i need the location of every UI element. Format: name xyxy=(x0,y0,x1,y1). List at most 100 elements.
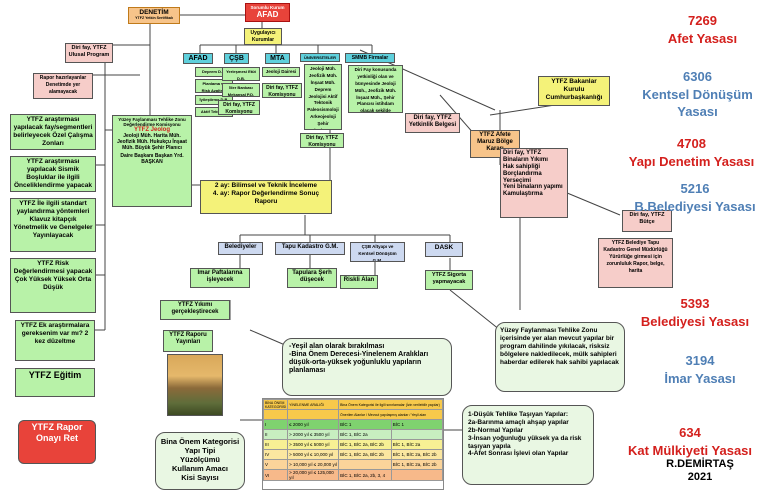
agency-csb-header: ÇŞB xyxy=(224,53,249,64)
agency-mta-item-label: Diri fay, YTFZ Komisyonu xyxy=(266,85,298,98)
tapu-kadastro-label: YTFZ Belediye Tapu Kadastro Genel Müdürl… xyxy=(603,240,668,274)
table-cell: V xyxy=(262,459,289,470)
agency-csb-item-label: Yerleşmesi Etüt D.B. xyxy=(226,69,256,81)
table-cell: BİC 1, BİC 2a, 2b, 3, 4 xyxy=(338,469,392,481)
agency-univ-item-label: Diri fay, YTFZ Komisyonu xyxy=(306,135,338,148)
yuzey-box: Yüzey Faylanması Tehlike Zonu içerisinde… xyxy=(495,322,625,392)
table-cell: BİC 1, BİC 2a xyxy=(390,439,444,450)
table-subheader-row: Önerilen Alanlar / Mevcut yapılaşmış ala… xyxy=(262,409,443,420)
tapu-gm-label: Tapu Kadastro G.M. xyxy=(281,244,339,250)
csb-altyapi-label: ÇŞB Altyapı ve Kentsel Dönüşüm G.M. xyxy=(358,244,397,262)
agency-univ-item: Jeoloji Müh. Jeofizik Müh. İnşaat Müh. D… xyxy=(304,64,342,130)
left-box-1-label: YTFZ araştırması yapılacak fay/segmentle… xyxy=(13,116,93,147)
agency-csb-item-label: İller Bankası Mekansal P.D. xyxy=(227,85,255,97)
ulusal-program-label: Diri fay, YTFZ Ulusal Program xyxy=(68,45,110,58)
commission-title: Yüzey Faylanması Tehlike Zonu Değerlendi… xyxy=(118,117,186,128)
yikim-label: Diri fay, YTFZ Binaların Yıkımı Hak sahi… xyxy=(503,150,563,198)
agency-afad-item-label: Planlama ve Risk Azaltma D.B. xyxy=(201,81,227,93)
table-cell: III xyxy=(262,439,289,450)
table-cell xyxy=(390,469,444,481)
table-grid: BİNA ÖNEM KATEGORİSİ YİNELENME ARALIĞI B… xyxy=(262,399,444,481)
commission-members: Jeoloji Müh. Harita Müh. Jeofizik Müh. H… xyxy=(117,133,187,151)
table-cell: BİC 1, BİC 2a, BİC 2b xyxy=(338,439,392,450)
yikim-box: Diri fay, YTFZ Binaların Yıkımı Hak sahi… xyxy=(500,148,568,218)
agency-smmb-item-label: Diri Fay konusunda yetkinliği olan ve bü… xyxy=(354,67,397,113)
belediyeler-box: Belediyeler xyxy=(218,242,263,255)
table-cell: IV xyxy=(262,449,289,460)
belediyeler-label: Belediyeler xyxy=(224,244,257,250)
law-number: 3194 xyxy=(685,353,715,368)
table-cell: > 10,000 yıl ≤ 20,000 yıl xyxy=(287,459,340,470)
table-cell: II xyxy=(262,429,289,440)
commission-red-title: YTFZ Jeolog xyxy=(134,127,170,134)
agency-afad-item-label: Aktif Tektonik D.B. xyxy=(200,109,227,114)
sigorta-box: YTFZ Sigorta yapmayacak xyxy=(425,270,473,290)
bakanlar-label: YTFZ Bakanlar Kurulu Cumhurbaşkanlığı xyxy=(545,78,603,101)
table-header-cell: Bina Önem Kategorisi ile ilgili sınırlam… xyxy=(338,399,443,410)
left-box-3: YTFZ İle ilgili standart yaylandırma yön… xyxy=(10,198,96,252)
left-box-5-label: YTFZ Ek araştırmalara gereksenim var mı?… xyxy=(20,322,90,345)
agency-mta-item: Jeoloji Dairesi xyxy=(262,67,300,77)
law-5216: 5216 B.Belediyesi Yasası xyxy=(630,180,760,215)
law-name: Kat Mülkiyeti Yasası xyxy=(627,442,753,458)
agency-csb-item-label: Diri fay, YTFZ Komisyonu xyxy=(223,102,255,115)
agency-mta-item: Diri fay, YTFZ Komisyonu xyxy=(262,83,302,98)
dask-box: DASK xyxy=(425,242,463,257)
imar-box: İmar Paftalarına işleyecek xyxy=(190,268,250,288)
law-name: Yapı Denetim Yasası xyxy=(628,153,755,169)
denetim-sub: YTFZ Yetkin Sertifikalı xyxy=(135,16,173,21)
law-number: 4708 xyxy=(677,136,706,151)
law-3194: 3194 İmar Yasası xyxy=(640,352,760,387)
yuzey-label: Yüzey Faylanması Tehlike Zonu içerisinde… xyxy=(500,327,619,366)
table-cell: BİC 1, BİC 2a, BİC 2b xyxy=(390,459,444,470)
bina-onem-label: Bina Önem Kategorisi Yapı Tipi Yüzölçümü… xyxy=(160,437,240,482)
denetim-box: DENETİM YTFZ Yetkin Sertifikalı xyxy=(128,7,180,24)
agency-mta-item-label: Jeoloji Dairesi xyxy=(265,69,297,74)
law-7269: 7269 Afet Yasası xyxy=(645,12,760,47)
law-5393: 5393 Belediyesi Yasası xyxy=(630,295,760,330)
rapor-onayi-label: YTFZ Rapor Onayı Ret xyxy=(31,422,83,443)
yetkinlik-label: Diri fay, YTFZ Yetkinlik Belgesi xyxy=(408,115,457,128)
report-cover-image xyxy=(167,354,223,416)
afad-responsible-box: Sorumlu Kurum AFAD xyxy=(245,3,290,22)
law-number: 6306 xyxy=(683,69,712,84)
author-year: 2021 xyxy=(687,471,713,484)
commission-chair: Daire Başkanı Başkan Yrd. BAŞKAN xyxy=(120,153,184,166)
uygulayici-box: Uygulayıcı Kurumlar xyxy=(244,28,282,45)
tapu-kadastro-box: YTFZ Belediye Tapu Kadastro Genel Müdürl… xyxy=(598,238,673,288)
law-name: Kentsel Dönüşüm Yasası xyxy=(642,86,753,120)
table-header-row: BİNA ÖNEM KATEGORİSİ YİNELENME ARALIĞI B… xyxy=(262,399,443,410)
agency-afad-name: AFAD xyxy=(188,55,208,62)
agency-mta-name: MTA xyxy=(270,55,285,62)
dusuk-tehlike-label: 1-Düşük Tehlike Taşıyan Yapılar: 2a-Barı… xyxy=(468,411,582,458)
author-credit: R.DEMİRTAŞ 2021 xyxy=(640,458,760,484)
commission-box: Yüzey Faylanması Tehlike Zonu Değerlendi… xyxy=(112,115,192,207)
agency-csb-name: ÇŞB xyxy=(229,55,244,62)
yesil-alan-box: -Yeşil alan olarak bırakılması -Bina Öne… xyxy=(282,338,452,396)
table-cell: > 20,000 yıl ≤ 125,000 yıl xyxy=(287,469,340,481)
table-cell: BİC 1 xyxy=(390,419,444,430)
agency-smmb-item: Diri Fay konusunda yetkinliği olan ve bü… xyxy=(348,65,403,113)
table-header-cell: YİNELENME ARALIĞI xyxy=(287,399,340,410)
agency-csb-item: Diri fay, YTFZ Komisyonu xyxy=(218,100,260,115)
left-box-2: YTFZ araştırması yapılacak Sismik Boşluk… xyxy=(10,156,96,192)
table-cell xyxy=(390,429,444,440)
afete-maruz-label: YTFZ Afete Maruz Bölge Kararı xyxy=(477,132,513,152)
afad-responsible-name: AFAD xyxy=(256,10,279,20)
bina-onem-box: Bina Önem Kategorisi Yapı Tipi Yüzölçümü… xyxy=(155,432,245,490)
table-cell: I xyxy=(262,419,289,430)
sonuc-raporu-box: 2 ay: Bilimsel ve Teknik İnceleme 4. ay:… xyxy=(200,180,332,214)
rapor-onayi-box: YTFZ Rapor Onayı Ret xyxy=(18,420,96,464)
imar-label: İmar Paftalarına işleyecek xyxy=(197,270,243,283)
dusuk-tehlike-box: 1-Düşük Tehlike Taşıyan Yapılar: 2a-Barı… xyxy=(462,405,594,485)
table-cell: VI xyxy=(262,469,289,481)
agency-smmb-name: SMMB Firmalar xyxy=(351,55,389,61)
agency-csb-item: Yerleşmesi Etüt D.B. xyxy=(222,67,260,81)
left-box-2-label: YTFZ araştırması yapılacak Sismik Boşluk… xyxy=(13,158,93,189)
yesil-alan-label: -Yeşil alan olarak bırakılması -Bina Öne… xyxy=(289,343,429,375)
left-box-5: YTFZ Ek araştırmalara gereksenim var mı?… xyxy=(15,320,95,361)
table-cell: > 2000 yıl ≤ 3500 yıl xyxy=(287,429,340,440)
ulusal-program-box: Diri fay, YTFZ Ulusal Program xyxy=(65,43,113,63)
